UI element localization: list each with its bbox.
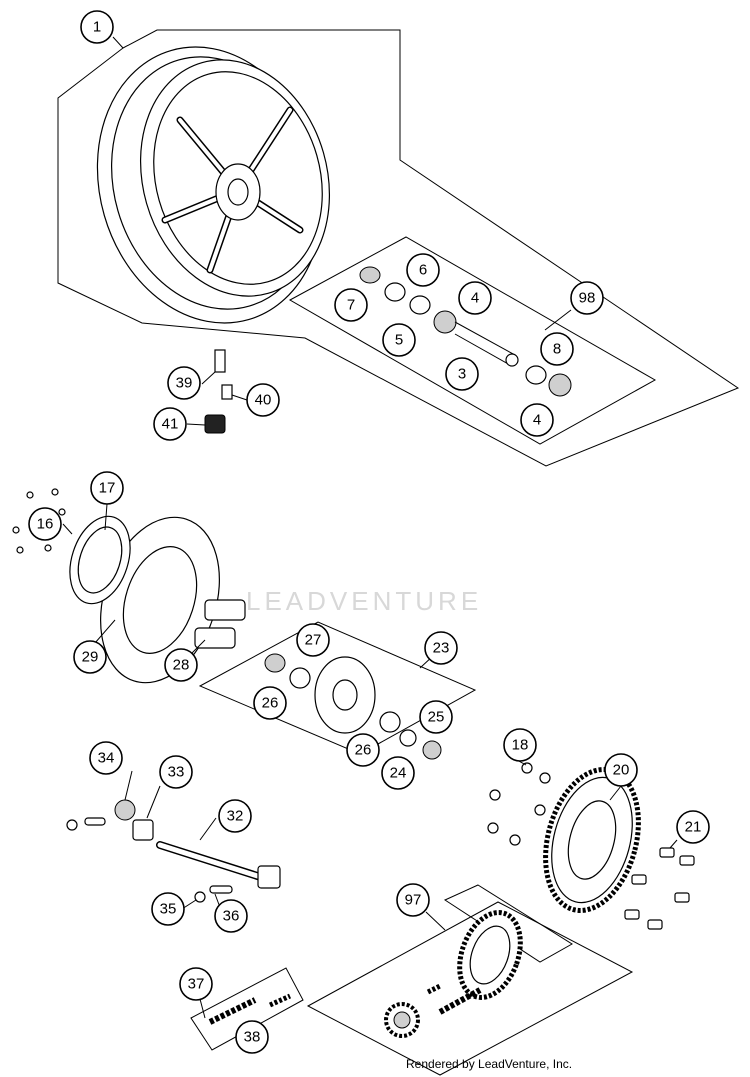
svg-text:24: 24 — [390, 765, 407, 782]
svg-text:98: 98 — [579, 290, 596, 307]
chain-link-group-outline — [190, 967, 304, 1051]
callout-32: 32 — [218, 799, 252, 833]
svg-text:26: 26 — [355, 742, 372, 759]
sensor-parts — [204, 349, 233, 434]
rear-axle — [66, 799, 281, 903]
callout-38: 38 — [235, 1020, 269, 1054]
callout-6: 6 — [406, 253, 440, 287]
callout-37: 37 — [179, 967, 213, 1001]
svg-text:27: 27 — [305, 632, 322, 649]
callout-17: 17 — [90, 471, 124, 505]
svg-text:23: 23 — [433, 640, 450, 657]
svg-text:21: 21 — [685, 819, 702, 836]
callout-5: 5 — [382, 323, 416, 357]
svg-text:1: 1 — [93, 19, 101, 36]
chain-links — [208, 993, 292, 1025]
callout-21: 21 — [676, 810, 710, 844]
callout-98: 98 — [570, 281, 604, 315]
callout-7: 7 — [334, 288, 368, 322]
hub-group-outline — [198, 621, 477, 755]
callout-28: 28 — [164, 648, 198, 682]
svg-text:40: 40 — [255, 392, 272, 409]
rear-sprocket — [543, 767, 641, 913]
callout-29: 29 — [73, 640, 107, 674]
svg-text:97: 97 — [405, 892, 422, 909]
callout-97: 97 — [396, 883, 430, 917]
svg-text:35: 35 — [160, 901, 177, 918]
callout-3: 3 — [445, 357, 479, 391]
wheel-bearing-parts — [359, 266, 572, 397]
chain-kit-group-outline — [306, 901, 634, 1076]
callout-16: 16 — [28, 507, 62, 541]
svg-text:4: 4 — [533, 412, 541, 429]
disc-bolts — [12, 488, 66, 554]
callout-4-upper: 4 — [458, 281, 492, 315]
svg-text:3: 3 — [458, 366, 466, 383]
svg-text:4: 4 — [471, 290, 479, 307]
svg-text:29: 29 — [82, 649, 99, 666]
rear-wheel — [96, 46, 331, 324]
callout-33: 33 — [159, 755, 193, 789]
sprocket-nuts — [487, 762, 551, 846]
chain-kit — [384, 910, 523, 1038]
callout-18: 18 — [503, 728, 537, 762]
callout-26-left: 26 — [253, 686, 287, 720]
callout-34: 34 — [89, 741, 123, 775]
svg-text:33: 33 — [168, 764, 185, 781]
svg-text:6: 6 — [419, 262, 427, 279]
wheel-group-outline — [57, 29, 740, 467]
callout-35: 35 — [151, 892, 185, 926]
callout-40: 40 — [246, 383, 280, 417]
watermark-text: LEADVENTURE — [246, 586, 483, 616]
svg-text:16: 16 — [37, 516, 54, 533]
svg-text:39: 39 — [176, 375, 193, 392]
svg-text:28: 28 — [173, 657, 190, 674]
callout-1: 1 — [80, 10, 114, 44]
callout-8: 8 — [540, 332, 574, 366]
callout-39: 39 — [167, 366, 201, 400]
svg-text:8: 8 — [553, 341, 561, 358]
svg-text:17: 17 — [99, 480, 116, 497]
callout-27: 27 — [296, 623, 330, 657]
svg-text:5: 5 — [395, 332, 403, 349]
callout-23: 23 — [424, 631, 458, 665]
svg-text:32: 32 — [227, 808, 244, 825]
callout-25: 25 — [419, 700, 453, 734]
footer-credit: Rendered by LeadVenture, Inc. — [406, 1057, 573, 1071]
svg-text:25: 25 — [428, 709, 445, 726]
svg-text:38: 38 — [244, 1029, 261, 1046]
svg-text:26: 26 — [262, 695, 279, 712]
damper-rubbers — [194, 599, 246, 649]
sprocket-bolts — [624, 847, 695, 930]
svg-text:37: 37 — [188, 976, 205, 993]
svg-text:36: 36 — [223, 908, 240, 925]
callout-41: 41 — [153, 407, 187, 441]
svg-text:41: 41 — [162, 416, 179, 433]
svg-text:34: 34 — [98, 750, 115, 767]
callout-24: 24 — [381, 756, 415, 790]
callout-4-lower: 4 — [520, 403, 554, 437]
axle-spacer-group-outline — [288, 236, 657, 445]
svg-text:20: 20 — [613, 762, 630, 779]
callout-20: 20 — [604, 753, 638, 787]
brake-disc — [69, 515, 220, 684]
callout-36: 36 — [214, 899, 248, 933]
svg-text:7: 7 — [347, 297, 355, 314]
svg-text:18: 18 — [512, 737, 529, 754]
callout-26-right: 26 — [346, 733, 380, 767]
sprocket-hub — [264, 653, 442, 760]
